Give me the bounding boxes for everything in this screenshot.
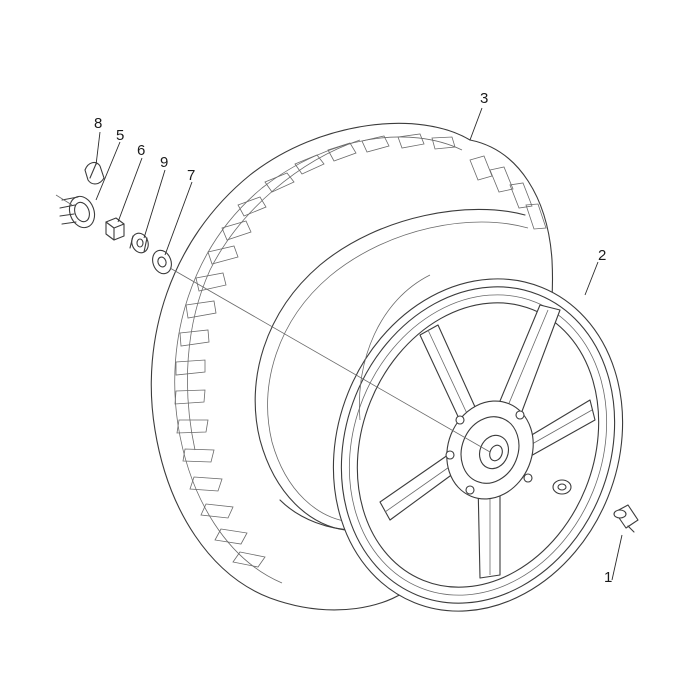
tread-pattern bbox=[174, 133, 547, 568]
callout-9: 9 bbox=[160, 154, 168, 171]
callout-numbers: 1 2 3 5 6 7 8 9 bbox=[94, 90, 612, 586]
washer-part-7 bbox=[152, 249, 172, 275]
callout-2: 2 bbox=[598, 247, 606, 264]
bushing-part-9 bbox=[129, 232, 149, 254]
tyre-part-3 bbox=[150, 122, 554, 611]
valve-hole bbox=[552, 479, 572, 495]
callout-6: 6 bbox=[137, 142, 145, 159]
callout-3: 3 bbox=[480, 90, 488, 107]
callout-1: 1 bbox=[604, 569, 612, 586]
callout-7: 7 bbox=[187, 167, 195, 184]
wheel-spokes bbox=[379, 304, 596, 579]
drive-ring-part-5 bbox=[55, 194, 96, 229]
callout-5: 5 bbox=[116, 127, 124, 144]
clip-part-8 bbox=[84, 161, 105, 185]
wheel-hub bbox=[445, 400, 534, 500]
valve-part-1 bbox=[613, 504, 639, 533]
leader-lines bbox=[95, 107, 623, 581]
callout-8: 8 bbox=[94, 115, 102, 132]
nut-part-6 bbox=[105, 217, 125, 241]
